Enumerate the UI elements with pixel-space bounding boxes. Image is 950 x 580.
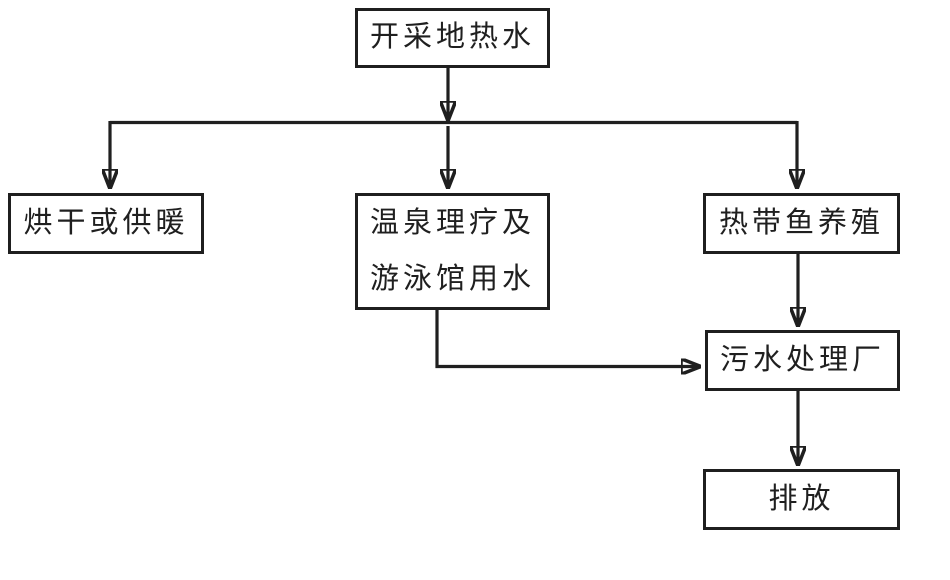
node-label: 开采地热水 <box>369 21 535 54</box>
node-label: 烘干或供暖 <box>23 206 189 239</box>
node-label-line2: 游泳馆用水 <box>369 262 535 295</box>
node-label: 热带鱼养殖 <box>718 206 884 239</box>
node-drying-or-heating: 烘干或供暖 <box>8 193 204 254</box>
arrow-spa-to-sewage <box>435 310 701 367</box>
node-extract-geothermal-water: 开采地热水 <box>355 8 550 68</box>
node-label: 排放 <box>768 482 835 515</box>
node-discharge: 排放 <box>703 469 900 530</box>
node-label-line1: 温泉理疗及 <box>369 207 535 240</box>
node-tropical-fish-farming: 热带鱼养殖 <box>703 193 900 254</box>
node-hot-spring-therapy-swimming-pool-water: 温泉理疗及 游泳馆用水 <box>355 193 550 310</box>
node-label: 污水处理厂 <box>719 343 885 376</box>
node-sewage-treatment-plant: 污水处理厂 <box>705 330 900 391</box>
